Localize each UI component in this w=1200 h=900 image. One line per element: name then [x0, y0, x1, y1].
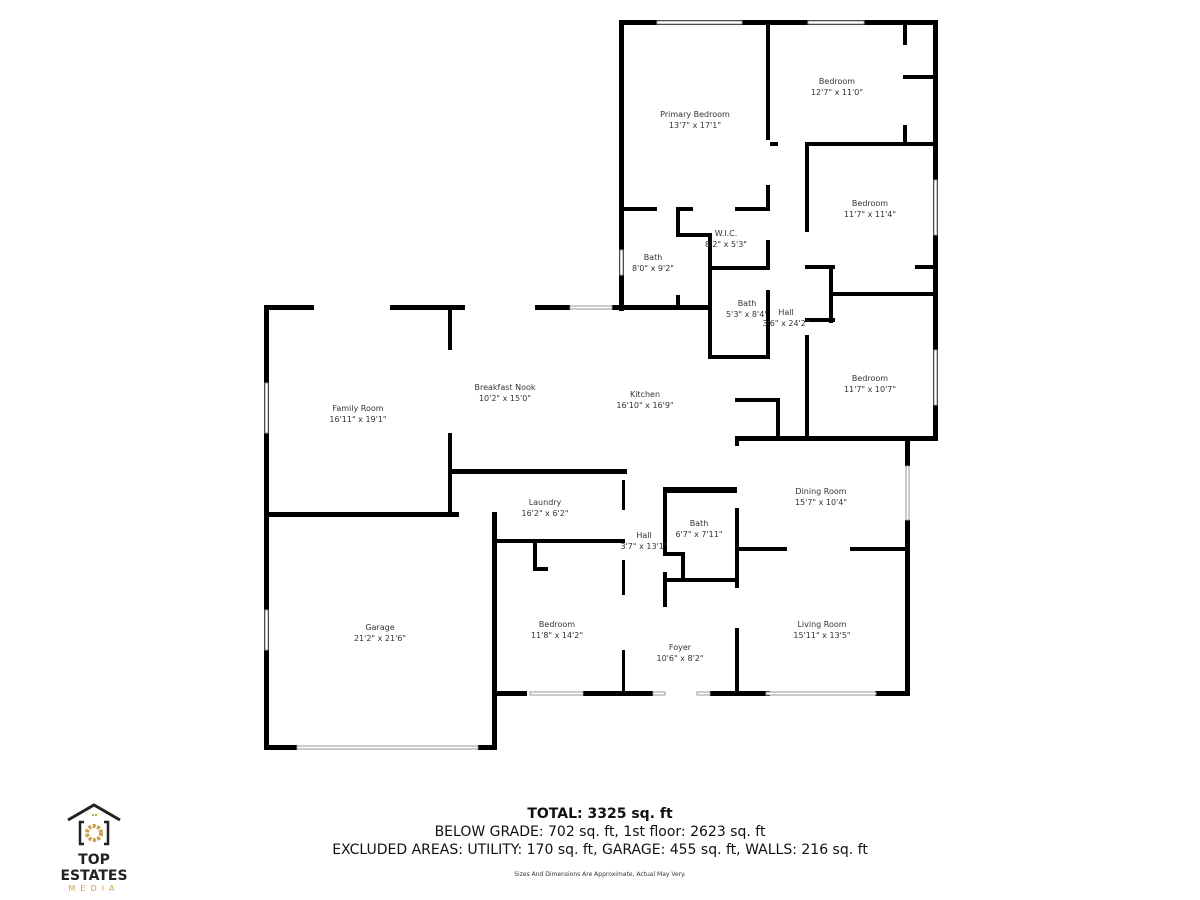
room-dims: 16'10" x 16'9"	[616, 401, 674, 410]
room-dims: 16'2" x 6'2"	[521, 509, 569, 518]
windows	[264, 20, 938, 750]
disclaimer: Sizes And Dimensions Are Approximate, Ac…	[514, 871, 686, 878]
room-dims: 16'11" x 19'1"	[329, 415, 387, 424]
room-name: Bath	[643, 253, 663, 262]
room-name: Hall	[636, 531, 652, 540]
room-wic: W.I.C. 8'2" x 5'3"	[705, 228, 747, 250]
room-name: Breakfast Nook	[474, 383, 536, 392]
room-dims: 5'3" x 8'4"	[726, 310, 768, 319]
room-name: Bedroom	[851, 374, 889, 383]
room-bath-primary: Bath 8'0" x 9'2"	[632, 252, 674, 274]
room-foyer: Foyer 10'6" x 8'2"	[656, 642, 703, 664]
room-name: Family Room	[332, 404, 384, 413]
total-area: TOTAL: 3325 sq. ft	[527, 806, 673, 822]
room-dims: 8'0" x 9'2"	[632, 264, 674, 273]
room-laundry: Laundry 16'2" x 6'2"	[521, 497, 568, 519]
room-dims: 10'2" x 15'0"	[478, 394, 532, 403]
room-bedroom-sw: Bedroom 11'8" x 14'2"	[531, 619, 583, 641]
room-bedroom-ne: Bedroom 12'7" x 11'0"	[811, 76, 863, 98]
room-name: Kitchen	[629, 390, 661, 399]
room-dims: 12'7" x 11'0"	[810, 88, 864, 97]
room-name: Bedroom	[851, 199, 889, 208]
room-dims: 15'7" x 10'4"	[794, 498, 848, 507]
room-kitchen: Kitchen 16'10" x 16'9"	[616, 389, 673, 411]
room-name: Hall	[778, 308, 794, 317]
room-primary-bedroom: Primary Bedroom 13'7" x 17'1"	[660, 109, 730, 131]
room-living-room: Living Room 15'11" x 13'5"	[793, 619, 850, 641]
room-name: Foyer	[668, 643, 692, 652]
room-name: Primary Bedroom	[660, 110, 730, 119]
house-logo-icon	[67, 803, 121, 846]
room-name: Bedroom	[818, 77, 856, 86]
room-name: Bath	[689, 519, 709, 528]
room-family-room: Family Room 16'11" x 19'1"	[329, 403, 386, 425]
excluded-areas: EXCLUDED AREAS: UTILITY: 170 sq. ft, GAR…	[332, 842, 868, 858]
room-bath-upper: Bath 5'3" x 8'4"	[726, 298, 768, 320]
room-breakfast-nook: Breakfast Nook 10'2" x 15'0"	[474, 382, 535, 404]
room-name: Bedroom	[538, 620, 576, 629]
room-name: Bath	[737, 299, 757, 308]
room-name: W.I.C.	[714, 229, 738, 238]
logo-name: TOP ESTATES	[60, 852, 128, 884]
room-dims: 6'7" x 7'11"	[675, 530, 723, 539]
room-name: Garage	[365, 623, 395, 632]
room-dining-room: Dining Room 15'7" x 10'4"	[795, 486, 847, 508]
room-dims: 3'7" x 13'1"	[620, 542, 668, 551]
room-dims: 10'6" x 8'2"	[656, 654, 704, 663]
logo: TOP ESTATES MEDIA	[48, 802, 140, 893]
room-bedroom-e2: Bedroom 11'7" x 10'7"	[844, 373, 896, 395]
logo-subtitle: MEDIA	[68, 884, 120, 893]
room-hall-upper: Hall 3'6" x 24'2"	[762, 307, 809, 329]
room-name: Living Room	[797, 620, 847, 629]
room-dims: 11'7" x 10'7"	[843, 385, 897, 394]
room-bath-lower: Bath 6'7" x 7'11"	[675, 518, 722, 540]
walls	[264, 20, 938, 750]
room-dims: 3'6" x 24'2"	[762, 319, 810, 328]
room-hall-lower: Hall 3'7" x 13'1"	[620, 530, 667, 552]
room-garage: Garage 21'2" x 21'6"	[354, 622, 406, 644]
room-dims: 11'7" x 11'4"	[843, 210, 897, 219]
floor-plan	[264, 20, 938, 750]
room-name: Dining Room	[795, 487, 847, 496]
room-dims: 21'2" x 21'6"	[353, 634, 407, 643]
room-dims: 11'8" x 14'2"	[530, 631, 584, 640]
room-bedroom-e1: Bedroom 11'7" x 11'4"	[844, 198, 896, 220]
room-name: Laundry	[528, 498, 562, 507]
room-dims: 13'7" x 17'1"	[668, 121, 722, 130]
room-dims: 15'11" x 13'5"	[793, 631, 851, 640]
room-dims: 8'2" x 5'3"	[705, 240, 747, 249]
area-breakdown: BELOW GRADE: 702 sq. ft, 1st floor: 2623…	[434, 824, 766, 840]
